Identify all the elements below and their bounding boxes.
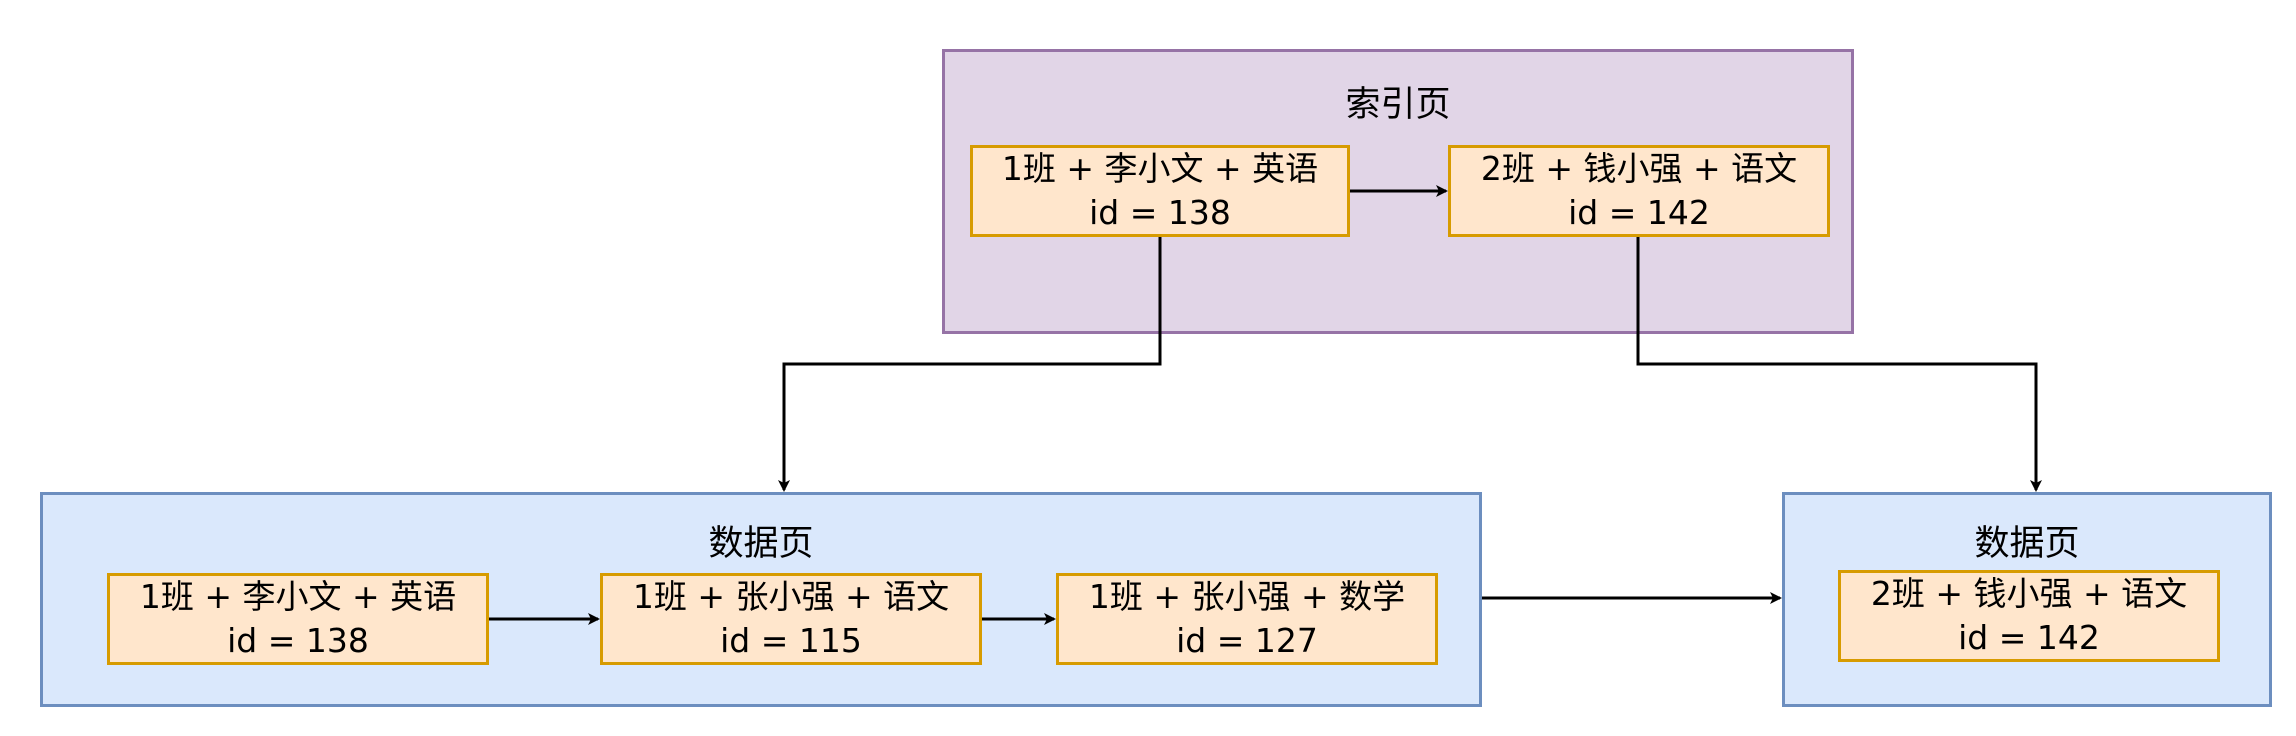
data-record-2[interactable]: 1班 + 张小强 + 语文 id = 115 <box>600 573 982 665</box>
record-key: 2班 + 钱小强 + 语文 <box>1480 149 1798 188</box>
record-id: id = 142 <box>1568 193 1710 232</box>
index-record-2[interactable]: 2班 + 钱小强 + 语文 id = 142 <box>1448 145 1830 237</box>
record-id: id = 142 <box>1958 618 2100 657</box>
record-key: 1班 + 李小文 + 英语 <box>139 577 457 616</box>
record-key: 2班 + 钱小强 + 语文 <box>1870 574 2188 613</box>
index-page-title: 索引页 <box>1345 85 1451 125</box>
record-key: 1班 + 张小强 + 数学 <box>1088 577 1406 616</box>
record-id: id = 115 <box>720 621 862 660</box>
data-page-2-title: 数据页 <box>1974 524 2080 564</box>
record-key: 1班 + 张小强 + 语文 <box>632 577 950 616</box>
record-id: id = 138 <box>227 621 369 660</box>
data-record-4[interactable]: 2班 + 钱小强 + 语文 id = 142 <box>1838 570 2220 662</box>
data-record-1[interactable]: 1班 + 李小文 + 英语 id = 138 <box>107 573 489 665</box>
data-record-3[interactable]: 1班 + 张小强 + 数学 id = 127 <box>1056 573 1438 665</box>
record-id: id = 138 <box>1089 193 1231 232</box>
record-key: 1班 + 李小文 + 英语 <box>1001 149 1319 188</box>
index-record-1[interactable]: 1班 + 李小文 + 英语 id = 138 <box>970 145 1350 237</box>
data-page-1-title: 数据页 <box>708 524 814 564</box>
record-id: id = 127 <box>1176 621 1318 660</box>
